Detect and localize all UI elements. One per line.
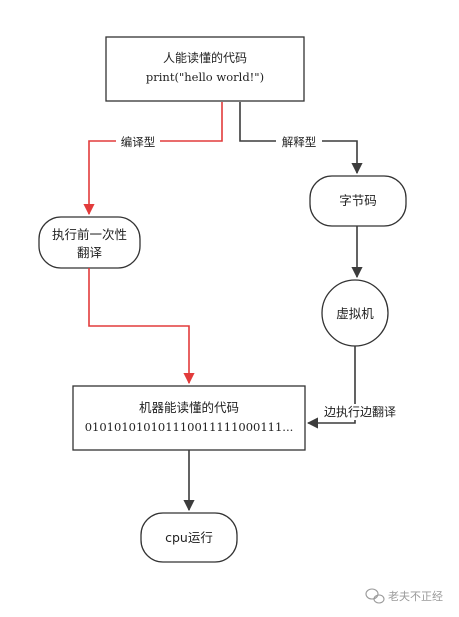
edge-label-interpret-while-running: 边执行边翻译 [324,405,396,419]
source-code-snippet: print("hello world!") [146,70,264,84]
cpu-label: cpu运行 [165,530,213,545]
node-machine-code: 机器能读懂的代码 010101010101110011111000111... [72,385,306,451]
edge-vm-to-machine [306,346,356,429]
watermark-text: 老夫不正经 [388,590,443,603]
node-cpu: cpu运行 [140,512,238,563]
machine-code-title: 机器能读懂的代码 [139,400,239,415]
node-source-code: 人能读懂的代码 print("hello world!") [105,36,305,102]
node-precompile: 执行前一次性 翻译 [38,216,141,269]
precompile-label-line2: 翻译 [77,245,103,260]
source-code-title: 人能读懂的代码 [163,50,247,65]
bytecode-label: 字节码 [339,193,377,208]
wechat-icon [365,588,385,604]
node-vm: 虚拟机 [321,279,389,347]
edge-compiled-red [83,102,223,216]
edge-precompile-to-machine-red [88,268,195,385]
precompile-label-line1: 执行前一次性 [52,227,127,242]
watermark: 老夫不正经 [365,588,443,604]
node-bytecode: 字节码 [309,175,407,227]
machine-code-bits: 010101010101110011111000111... [85,420,294,434]
vm-label: 虚拟机 [336,306,374,321]
edge-label-compiled: 编译型 [121,135,156,149]
edge-label-interpreted: 解释型 [282,135,317,149]
